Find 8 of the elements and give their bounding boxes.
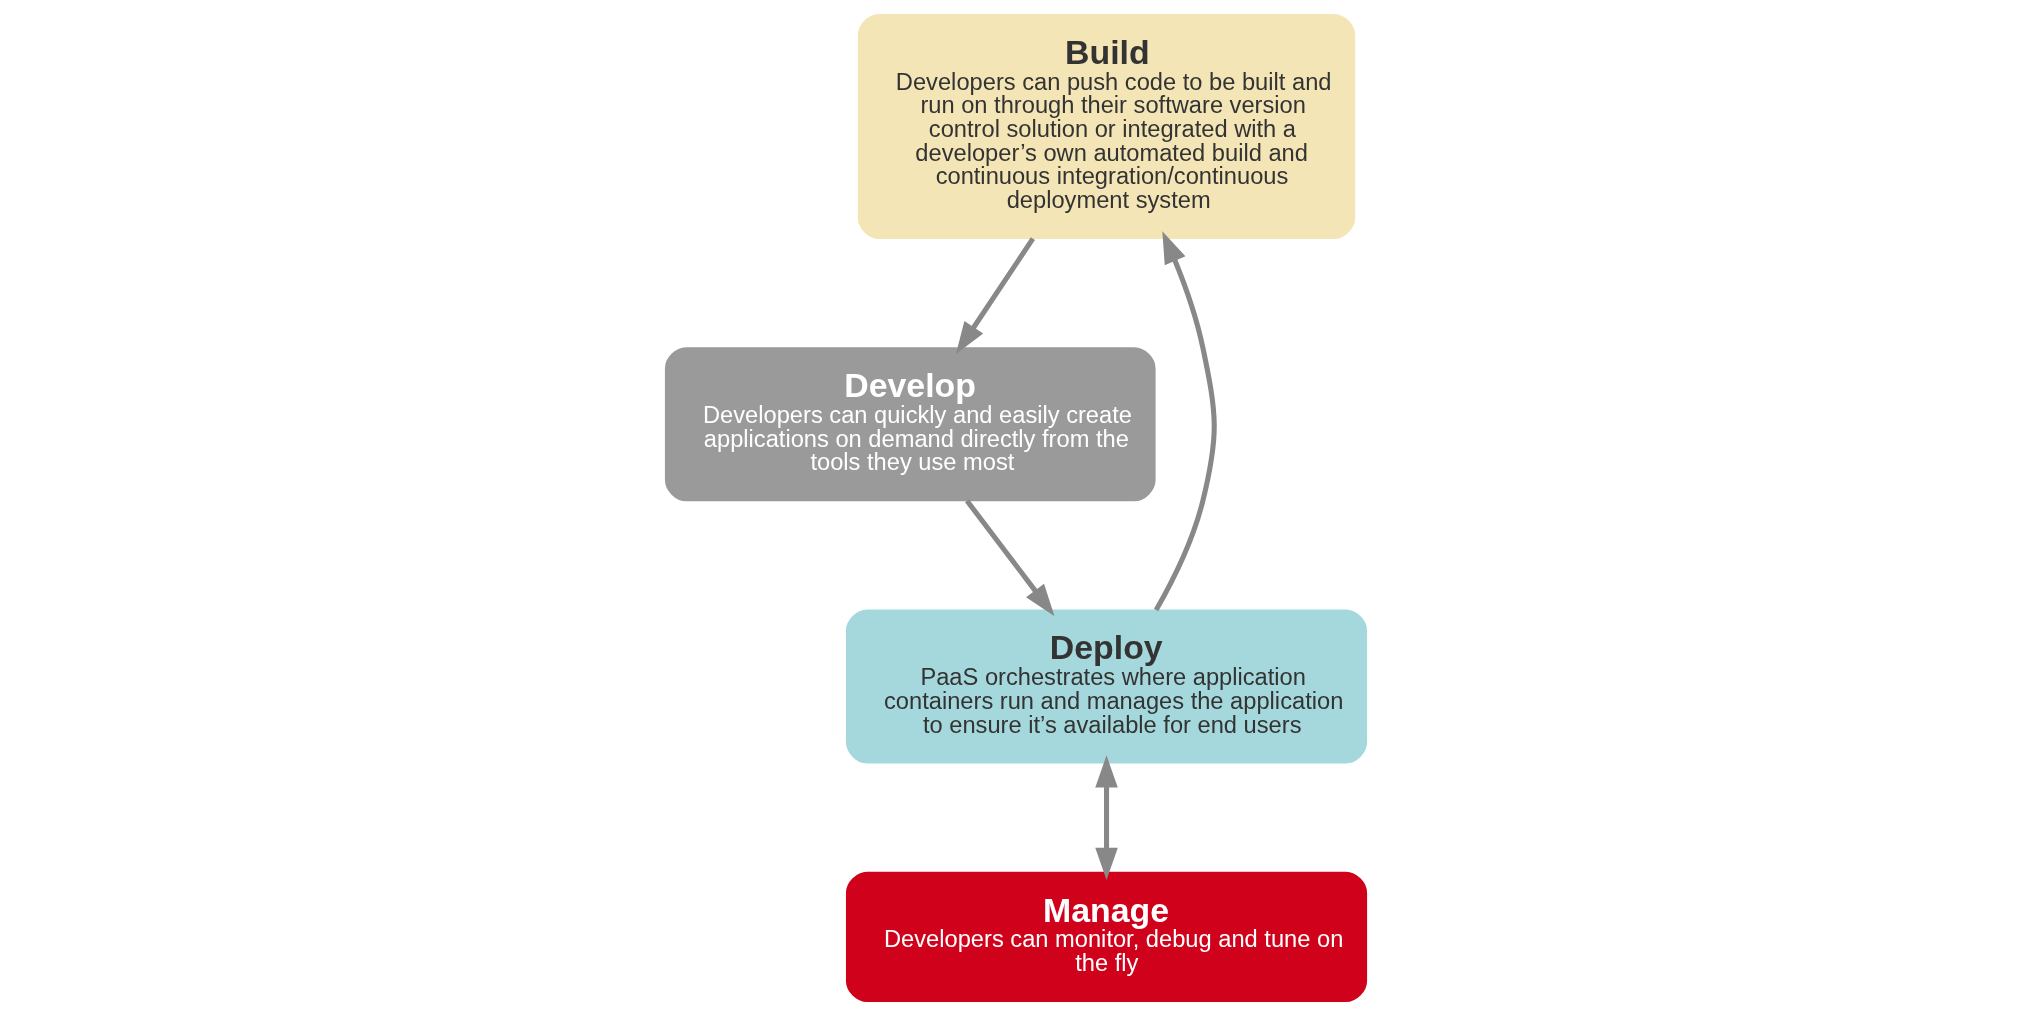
- node-box: Build Developers can push code to be built and run on through their software version control solution or integrated with a developer’s own automated build and continuous integration/continuous deployment system: [857, 13, 1355, 239]
- arrow: [1094, 755, 1118, 881]
- arrow: [955, 237, 1035, 355]
- node-box: Manage Developers can monitor, debug and tune on the fly: [845, 871, 1367, 1003]
- node-box: Deploy PaaS orchestrates where application containers run and manages the application to ensure it’s available for end users: [845, 609, 1367, 764]
- arrow: [964, 499, 1054, 617]
- arrow: [1153, 231, 1217, 612]
- node-box: Develop Developers can quickly and easily create applications on demand directly from the tools they use most: [664, 347, 1156, 502]
